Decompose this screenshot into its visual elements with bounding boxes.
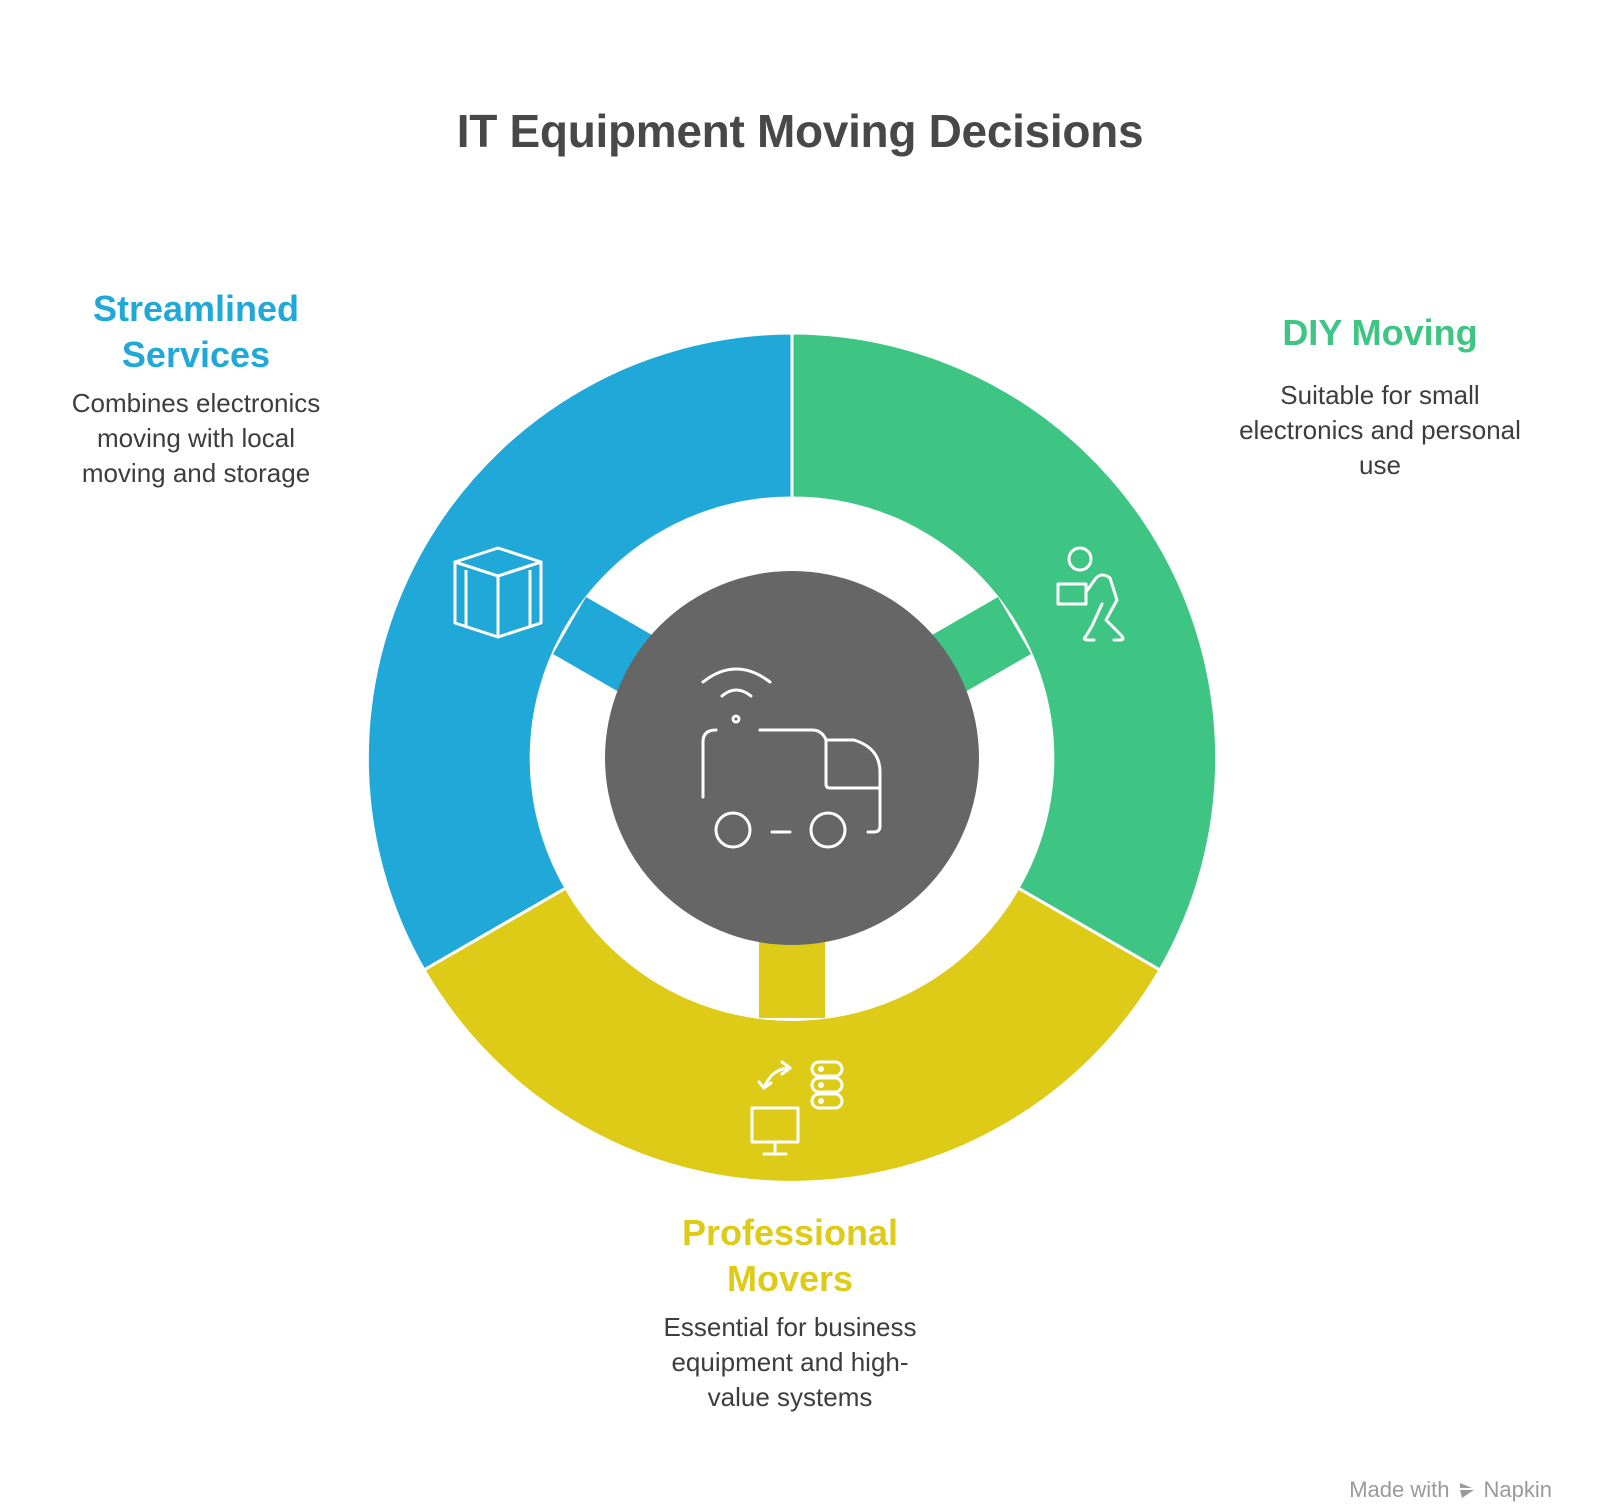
made-with-text: Made with bbox=[1349, 1477, 1450, 1502]
segment-streamlined-services[interactable] bbox=[365, 331, 794, 973]
computer-server-transfer-icon bbox=[750, 1060, 844, 1156]
napkin-brand-text: Napkin bbox=[1483, 1477, 1552, 1502]
diy-moving-heading: DIY Moving bbox=[1210, 310, 1550, 356]
professional-movers-heading: Professional Movers bbox=[610, 1210, 970, 1302]
truck-wifi-icon bbox=[701, 667, 882, 849]
professional-desc-line2: equipment and high- bbox=[671, 1347, 909, 1377]
streamlined-title-line2: Services bbox=[121, 334, 271, 375]
professional-movers-block: Professional Movers Essential for busine… bbox=[610, 1210, 970, 1415]
diy-desc-line2: electronics and personal bbox=[1239, 415, 1521, 445]
streamlined-desc-line1: Combines electronics bbox=[71, 388, 321, 418]
diy-desc-line3: use bbox=[1359, 450, 1401, 480]
made-with-napkin-watermark: Made with Napkin bbox=[1349, 1476, 1552, 1504]
box-icon bbox=[453, 546, 543, 639]
segment-professional-movers[interactable] bbox=[421, 885, 1163, 1184]
segment-diy-moving[interactable] bbox=[790, 331, 1219, 973]
streamlined-desc-line3: moving and storage bbox=[81, 458, 311, 488]
person-carrying-box-icon bbox=[1056, 546, 1125, 642]
center-hub bbox=[605, 571, 979, 945]
napkin-logo-icon bbox=[1459, 1483, 1474, 1498]
connector-streamlined bbox=[553, 597, 652, 692]
professional-movers-description: Essential for business equipment and hig… bbox=[610, 1310, 970, 1415]
diagram-title: IT Equipment Moving Decisions bbox=[456, 105, 1144, 157]
diy-title-line1: DIY Moving bbox=[1282, 312, 1478, 353]
diy-desc-line1: Suitable for small bbox=[1280, 380, 1480, 410]
streamlined-services-block: Streamlined Services Combines electronic… bbox=[36, 286, 356, 491]
streamlined-title-line1: Streamlined bbox=[92, 288, 300, 329]
professional-desc-line3: value systems bbox=[707, 1382, 873, 1412]
professional-title-line1: Professional bbox=[681, 1212, 899, 1253]
diy-moving-description: Suitable for small electronics and perso… bbox=[1210, 378, 1550, 483]
professional-desc-line1: Essential for business bbox=[663, 1312, 917, 1342]
diy-moving-block: DIY Moving Suitable for small electronic… bbox=[1210, 310, 1550, 483]
professional-title-line2: Movers bbox=[726, 1258, 854, 1299]
streamlined-desc-line2: moving with local bbox=[97, 423, 295, 453]
connector-professional bbox=[759, 940, 825, 1018]
streamlined-services-description: Combines electronics moving with local m… bbox=[36, 386, 356, 491]
streamlined-services-heading: Streamlined Services bbox=[36, 286, 356, 378]
connector-diy bbox=[932, 597, 1031, 692]
